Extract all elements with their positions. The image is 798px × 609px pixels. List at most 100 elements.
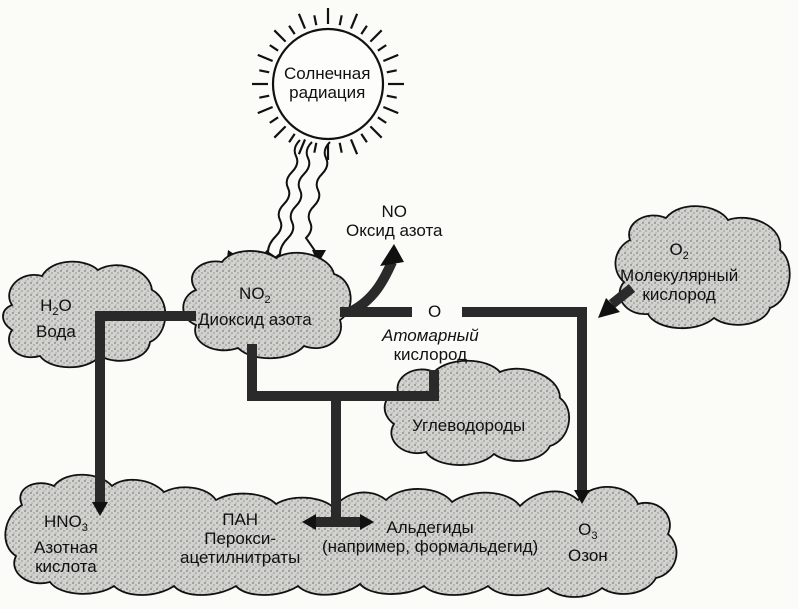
- arrowhead-ozone: [574, 490, 590, 504]
- sun-ray: [297, 13, 307, 30]
- arrowhead-pan: [302, 514, 316, 530]
- sun-ray: [369, 29, 383, 43]
- pan-line2: ацетилнитраты: [180, 548, 301, 567]
- sun-ray: [257, 105, 274, 115]
- sun-ray: [349, 13, 359, 30]
- sun-ray: [259, 94, 270, 99]
- sun-ray: [257, 53, 274, 63]
- sun-ray: [377, 116, 387, 124]
- molecular-oxygen-formula-sub: 2: [682, 250, 689, 262]
- sun-ray: [259, 69, 270, 74]
- sun-ray: [297, 138, 307, 155]
- sun-ray: [269, 44, 279, 52]
- no-formula: NO: [381, 202, 408, 221]
- atomic-oxygen-line2: кислород: [393, 345, 468, 364]
- ozone-formula-pre: O: [578, 520, 592, 539]
- sun-ray: [273, 29, 287, 43]
- sun-ray: [269, 116, 279, 124]
- cloud-bottom-band: [4, 473, 678, 598]
- path-water-to-nitric-acid: [95, 311, 196, 506]
- cloud-no2: [182, 250, 352, 360]
- nitric-acid-line1: Азотная: [34, 538, 98, 557]
- molecular-oxygen-formula-pre: O: [669, 240, 683, 259]
- sun-ray: [369, 125, 383, 139]
- nitric-acid-line2: кислота: [35, 557, 97, 576]
- sun-ray: [360, 25, 368, 35]
- path-no2-to-junction: [247, 344, 336, 401]
- sun-ray: [273, 125, 287, 139]
- sun-label-line2: радиация: [289, 83, 366, 102]
- water-formula-post: O: [58, 296, 72, 315]
- nitric-acid-formula: HNO3: [34, 512, 98, 538]
- sun-ray: [360, 133, 368, 143]
- sun-ray: [338, 142, 343, 153]
- radiation-arrow-1: [231, 139, 301, 263]
- ozone-formula-sub: 3: [591, 530, 598, 542]
- hydrocarbons-name: Углеводороды: [412, 416, 526, 435]
- nitric-acid-formula-sub: 3: [81, 522, 88, 534]
- sun: [252, 8, 404, 160]
- aldehydes-line1: Альдегиды: [386, 518, 474, 537]
- water-formula-pre: H: [40, 296, 53, 315]
- sun-ray: [288, 25, 296, 35]
- no-release-arrow: [347, 244, 404, 317]
- radiation-arrows: [231, 139, 331, 263]
- arrowhead-aldehydes: [360, 514, 374, 530]
- pathway-arrowheads: [92, 490, 590, 530]
- sun-label: Солнечная радиация: [284, 64, 370, 102]
- sun-ray: [386, 94, 397, 99]
- sun-ray: [313, 15, 318, 26]
- sun-ray: [377, 44, 387, 52]
- radiation-arrow-3: [304, 141, 331, 259]
- radiation-arrow-2: [269, 141, 313, 263]
- water-label: H2O Вода: [36, 296, 76, 341]
- no2-formula: NO2: [198, 284, 312, 310]
- atomic-oxygen-formula-label: O: [428, 302, 441, 321]
- sun-ray: [338, 15, 343, 26]
- sun-ray: [382, 105, 399, 115]
- water-name: Вода: [36, 322, 76, 341]
- sun-label-line1: Солнечная: [284, 64, 371, 83]
- water-formula: H2O: [36, 296, 76, 322]
- path-hydrocarbons-to-junction: [312, 370, 439, 527]
- sun-ray: [313, 142, 318, 153]
- no-name: Оксид азота: [346, 221, 443, 240]
- molecular-oxygen-line1: Молекулярный: [620, 266, 739, 285]
- sun-ray: [288, 133, 296, 143]
- reaction-pathways: [95, 307, 587, 527]
- no2-formula-sub: 2: [264, 294, 271, 306]
- water-formula-sub: 2: [52, 306, 59, 318]
- sun-ray: [349, 138, 359, 155]
- sun-rays: [252, 8, 404, 160]
- pan-label: ПАН Перокси- ацетилнитраты: [180, 510, 300, 567]
- no2-label: NO2 Диоксид азота: [198, 284, 312, 329]
- molecular-oxygen-formula: O2: [620, 240, 738, 266]
- sun-ray: [386, 69, 397, 74]
- atomic-oxygen-line1: Атомарный: [382, 326, 479, 345]
- no2-formula-pre: NO: [239, 284, 265, 303]
- arrowhead-nitric-acid: [92, 502, 108, 516]
- nitric-acid-formula-pre: HNO: [43, 512, 82, 531]
- molecular-oxygen-label: O2 Молекулярный кислород: [620, 240, 738, 304]
- sun-disc: [271, 27, 385, 141]
- no-label: NO Оксид азота: [346, 202, 443, 240]
- molecular-oxygen-arrow: [598, 284, 636, 318]
- path-atomic-oxygen-to-ozone: [462, 307, 587, 494]
- molecular-oxygen-line2: кислород: [642, 285, 716, 304]
- aldehydes-label: Альдегиды (например, формальдегид): [322, 518, 538, 556]
- sun-ray: [382, 53, 399, 63]
- nitric-acid-label: HNO3 Азотная кислота: [34, 512, 98, 576]
- hydrocarbons-label: Углеводороды: [412, 416, 525, 435]
- atomic-oxygen-label: Атомарный кислород: [382, 326, 479, 364]
- aldehydes-line2: (например, формальдегид): [322, 537, 539, 556]
- ozone-name: Озон: [568, 546, 608, 565]
- pan-line1: Перокси-: [204, 529, 277, 548]
- cloud-hydrocarbons: [383, 359, 570, 466]
- cloud-water: [2, 260, 167, 369]
- ozone-label: O3 Озон: [568, 520, 608, 565]
- ozone-formula: O3: [568, 520, 608, 546]
- atomic-oxygen-formula: O: [428, 302, 442, 321]
- pan-abbr: ПАН: [222, 510, 259, 529]
